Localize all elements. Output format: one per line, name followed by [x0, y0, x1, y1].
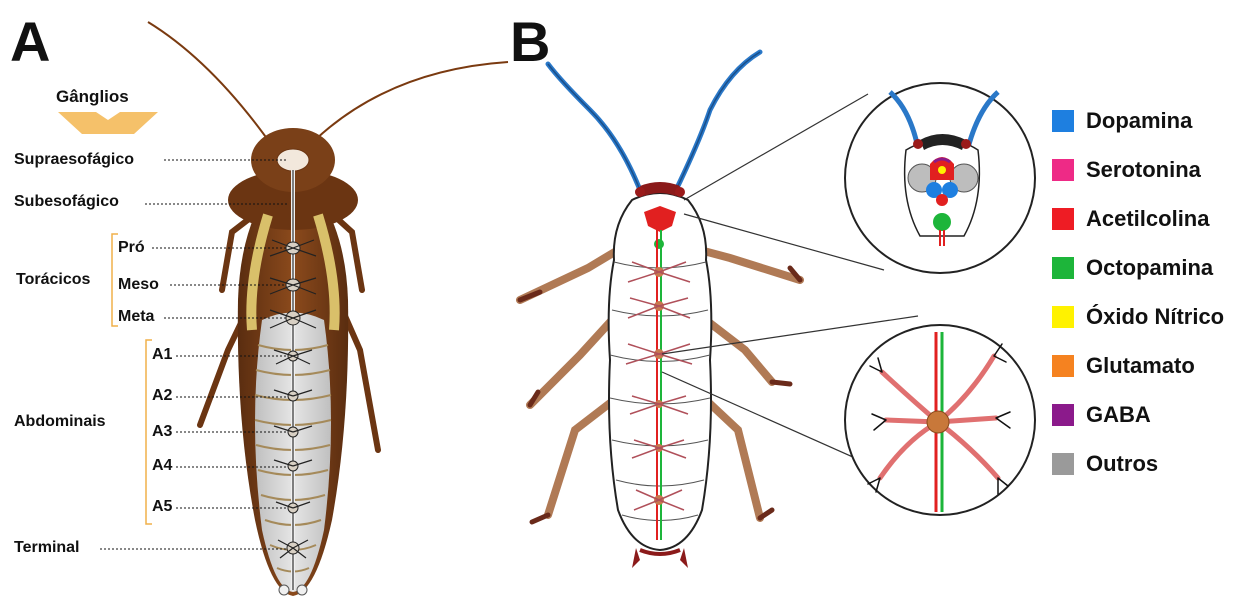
legend-swatch [1052, 355, 1074, 377]
legend-label: Dopamina [1086, 108, 1192, 134]
label-terminal: Terminal [14, 540, 80, 556]
panel-b-letter: B [510, 14, 550, 70]
legend-label: Acetilcolina [1086, 206, 1209, 232]
label-meso: Meso [118, 277, 159, 293]
legend-label: Óxido Nítrico [1086, 304, 1224, 330]
ganglios-header: Gânglios [56, 88, 129, 105]
legend-swatch [1052, 110, 1074, 132]
roach-b-antennae [548, 52, 760, 190]
roach-a-body [228, 128, 358, 596]
label-a4: A4 [152, 458, 172, 474]
label-toracicos: Torácicos [16, 272, 90, 288]
label-a5: A5 [152, 499, 172, 515]
legend-label: Glutamato [1086, 353, 1195, 379]
legend-swatch [1052, 453, 1074, 475]
legend-swatch [1052, 306, 1074, 328]
zoom-circle-head [845, 83, 1035, 273]
label-pro: Pró [118, 240, 145, 256]
label-subesofagico: Subesofágico [14, 194, 119, 210]
label-abdominais: Abdominais [14, 414, 106, 430]
label-meta: Meta [118, 309, 154, 325]
legend-swatch [1052, 159, 1074, 181]
label-a3: A3 [152, 424, 172, 440]
legend-item: Serotonina [1052, 155, 1201, 185]
legend-item: GABA [1052, 400, 1151, 430]
legend-label: Outros [1086, 451, 1158, 477]
legend-swatch [1052, 257, 1074, 279]
chevron-down-icon [58, 112, 158, 134]
legend-label: Serotonina [1086, 157, 1201, 183]
label-supraesofagico: Supraesofágico [14, 152, 134, 168]
legend-item: Óxido Nítrico [1052, 302, 1224, 332]
legend-item: Octopamina [1052, 253, 1213, 283]
legend-label: GABA [1086, 402, 1151, 428]
legend-item: Glutamato [1052, 351, 1195, 381]
label-a1: A1 [152, 347, 172, 363]
zoom-circle-ganglion [845, 325, 1035, 515]
legend-swatch [1052, 208, 1074, 230]
legend-item: Acetilcolina [1052, 204, 1209, 234]
roach-a-antennae [148, 22, 508, 140]
roach-b-body [609, 182, 712, 568]
legend-item: Outros [1052, 449, 1158, 479]
label-a2: A2 [152, 388, 172, 404]
legend-swatch [1052, 404, 1074, 426]
legend-item: Dopamina [1052, 106, 1192, 136]
legend-label: Octopamina [1086, 255, 1213, 281]
